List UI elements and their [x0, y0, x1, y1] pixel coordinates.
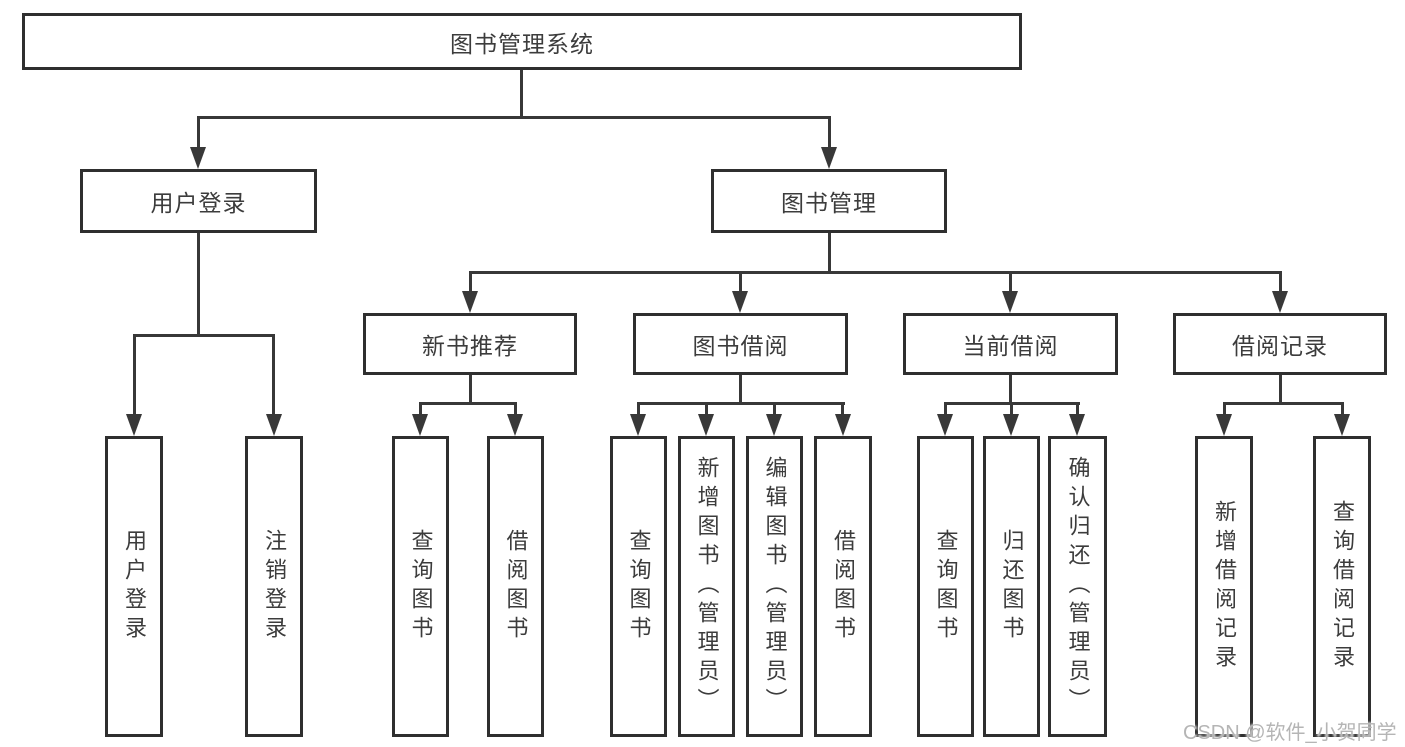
connector-line	[1009, 271, 1012, 293]
arrow-down-icon	[1334, 414, 1350, 436]
connector-line	[1076, 402, 1079, 415]
arrow-down-icon	[1003, 414, 1019, 436]
leaf-label: 查询借阅记录	[1330, 499, 1355, 674]
connector-line	[1279, 375, 1282, 404]
leaf-logout-login: 注销登录	[245, 436, 303, 737]
arrow-down-icon	[1272, 291, 1288, 313]
node-book-management: 图书管理	[711, 169, 947, 233]
connector-line	[1009, 375, 1012, 404]
leaf-label: 编辑图书（管理员）	[762, 456, 788, 717]
connector-line	[637, 402, 640, 415]
connector-line	[773, 402, 776, 415]
connector-line	[841, 402, 844, 415]
arrow-down-icon	[732, 291, 748, 313]
connector-line	[469, 271, 472, 293]
node-label: 图书管理	[781, 190, 877, 216]
node-book-borrowing: 图书借阅	[633, 313, 848, 375]
connector-line	[1279, 271, 1282, 293]
leaf-label: 查询图书	[408, 528, 434, 645]
node-label: 借阅记录	[1232, 333, 1328, 359]
connector-line	[1010, 402, 1013, 415]
leaf-return-book: 归还图书	[983, 436, 1040, 737]
connector-line	[828, 116, 831, 149]
leaf-add-borrow-record: 新增借阅记录	[1195, 436, 1253, 737]
connector-line	[1341, 402, 1344, 415]
arrow-down-icon	[630, 414, 646, 436]
connector-line	[469, 375, 472, 404]
leaf-label: 查询图书	[626, 528, 652, 645]
arrow-down-icon	[462, 291, 478, 313]
connector-line	[133, 334, 136, 415]
connector-line	[419, 402, 517, 405]
arrow-down-icon	[698, 414, 714, 436]
arrow-down-icon	[126, 414, 142, 436]
connector-line	[419, 402, 422, 415]
connector-line	[739, 271, 742, 293]
connector-line	[828, 233, 831, 274]
connector-line	[197, 116, 200, 149]
leaf-label: 用户登录	[122, 528, 147, 645]
leaf-borrow-books-recommend: 借阅图书	[487, 436, 544, 737]
arrow-down-icon	[937, 414, 953, 436]
connector-line	[944, 402, 947, 415]
arrow-down-icon	[190, 147, 206, 169]
arrow-down-icon	[507, 414, 523, 436]
connector-line	[739, 375, 742, 404]
arrow-down-icon	[766, 414, 782, 436]
connector-line	[514, 402, 517, 415]
connector-line	[133, 334, 275, 337]
leaf-edit-book-admin: 编辑图书（管理员）	[746, 436, 803, 737]
node-label: 图书管理系统	[450, 30, 594, 57]
node-user-login: 用户登录	[80, 169, 317, 233]
leaf-query-books-borrowing: 查询图书	[610, 436, 667, 737]
leaf-label: 注销登录	[262, 528, 287, 645]
leaf-user-login: 用户登录	[105, 436, 163, 737]
arrow-down-icon	[1002, 291, 1018, 313]
arrow-down-icon	[412, 414, 428, 436]
leaf-label: 确认归还（管理员）	[1065, 456, 1091, 717]
node-label: 新书推荐	[422, 333, 518, 359]
connector-line	[197, 233, 200, 336]
node-label: 当前借阅	[962, 333, 1059, 359]
connector-line	[272, 334, 275, 415]
node-new-book-recommend: 新书推荐	[363, 313, 577, 375]
leaf-query-books-current: 查询图书	[917, 436, 974, 737]
connector-line	[1223, 402, 1226, 415]
node-borrow-records: 借阅记录	[1173, 313, 1387, 375]
connector-line	[705, 402, 708, 415]
connector-line	[1223, 402, 1344, 405]
arrow-down-icon	[1069, 414, 1085, 436]
connector-line	[198, 116, 831, 119]
leaf-label: 借阅图书	[503, 528, 529, 645]
connector-line	[520, 70, 523, 118]
leaf-label: 借阅图书	[831, 528, 856, 645]
node-current-borrowing: 当前借阅	[903, 313, 1118, 375]
node-label: 图书借阅	[692, 333, 789, 359]
leaf-query-borrow-record: 查询借阅记录	[1313, 436, 1371, 737]
leaf-query-books-recommend: 查询图书	[392, 436, 449, 737]
arrow-down-icon	[1216, 414, 1232, 436]
leaf-confirm-return-admin: 确认归还（管理员）	[1048, 436, 1107, 737]
leaf-borrow-books-borrowing: 借阅图书	[814, 436, 872, 737]
connector-line	[469, 271, 1281, 274]
connector-line	[637, 402, 845, 405]
node-label: 用户登录	[150, 190, 247, 216]
leaf-label: 查询图书	[933, 528, 959, 645]
leaf-label: 新增图书（管理员）	[694, 456, 720, 717]
leaf-add-book-admin: 新增图书（管理员）	[678, 436, 735, 737]
arrow-down-icon	[266, 414, 282, 436]
node-library-management-system: 图书管理系统	[22, 13, 1022, 70]
arrow-down-icon	[835, 414, 851, 436]
leaf-label: 新增借阅记录	[1212, 499, 1237, 674]
arrow-down-icon	[821, 147, 837, 169]
watermark: CSDN @软件_小贺同学	[1183, 722, 1397, 744]
leaf-label: 归还图书	[999, 528, 1025, 645]
